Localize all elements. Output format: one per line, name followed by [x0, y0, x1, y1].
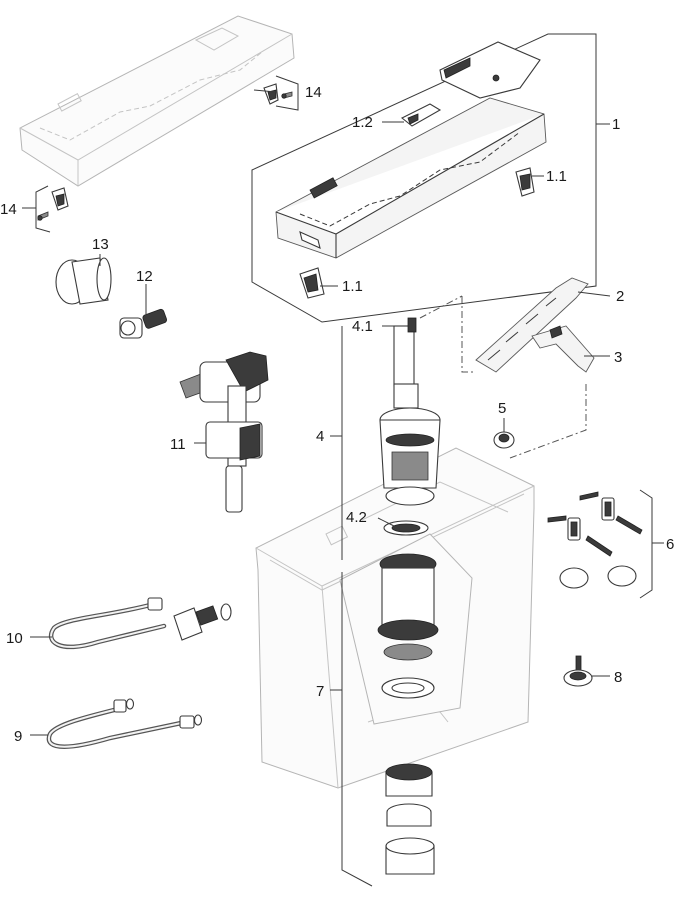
callout-11: 11	[170, 436, 186, 453]
part-14-clip-upper	[263, 83, 293, 105]
assembly-line-4	[419, 295, 463, 319]
part-5-bearing	[493, 431, 515, 449]
part-9-hose	[46, 698, 203, 749]
callout-8: 8	[614, 669, 622, 686]
leader-4-2	[377, 517, 395, 527]
part-1-cap-piece	[439, 41, 541, 99]
part-11-fill-valve	[179, 351, 269, 513]
assembly-line-2	[461, 296, 476, 373]
callout-1-2: 1.2	[352, 114, 373, 131]
part-1-2-slider	[400, 103, 442, 127]
part-6-fixing-set	[547, 489, 653, 599]
callout-10: 10	[6, 630, 23, 647]
callout-14-lower: 14	[0, 201, 17, 218]
callout-4-2: 4.2	[346, 509, 367, 526]
part-1-cover	[275, 97, 547, 259]
callout-5: 5	[498, 400, 506, 417]
flush-seat-parts	[377, 553, 439, 699]
callout-6: 6	[666, 536, 674, 553]
callout-3: 3	[614, 349, 622, 366]
part-1-1-clip-right	[515, 167, 535, 197]
callout-4-1: 4.1	[352, 318, 373, 335]
ghost-cover-variant	[19, 15, 295, 187]
part-13-rosette	[55, 257, 112, 305]
bracket-14-upper	[275, 75, 299, 111]
leader-14-upper	[253, 89, 277, 93]
callout-1-1-upper: 1.1	[546, 168, 567, 185]
callout-13: 13	[92, 236, 109, 253]
part-3-bracket	[531, 325, 595, 373]
callout-12: 12	[136, 268, 153, 285]
callout-7: 7	[316, 683, 324, 700]
callout-1: 1	[612, 116, 620, 133]
part-2-lever	[475, 277, 589, 373]
part-12-angle-valve	[119, 308, 168, 339]
bottom-couplings	[385, 763, 435, 875]
bracket-14-lower	[35, 185, 51, 233]
assembly-line-3	[509, 384, 587, 459]
part-1-1-clip-lower	[299, 267, 325, 299]
callout-1-1-lower: 1.1	[342, 278, 363, 295]
part-10-hose	[48, 597, 232, 650]
callout-4: 4	[316, 428, 324, 445]
callout-2: 2	[616, 288, 624, 305]
part-4-flush-valve	[379, 317, 441, 506]
leader-2	[577, 291, 611, 297]
frame-part-1	[251, 33, 597, 323]
callout-14-upper: 14	[305, 84, 322, 101]
part-14-clip-lower	[37, 187, 69, 221]
part-4-2-seal-hole	[391, 523, 421, 533]
bracket-line-7	[341, 572, 373, 887]
callout-9: 9	[14, 728, 22, 745]
part-8-bolt	[563, 655, 593, 687]
